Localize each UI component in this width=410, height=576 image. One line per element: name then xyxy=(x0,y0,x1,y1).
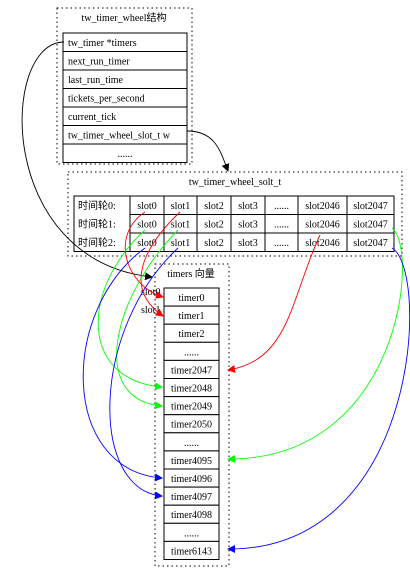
edge-blue-slot2047-to-timer6143 xyxy=(227,247,410,554)
wheel-struct-title: tw_timer_wheel结构 xyxy=(82,11,167,24)
timers-vector-title: timers 向量 xyxy=(167,267,215,280)
timer-cell-label: timer6143 xyxy=(171,546,212,557)
slot-cell-label: slot0 xyxy=(137,238,156,249)
timer-cell-label: timer4097 xyxy=(171,492,212,503)
timer-cell-label: timer2047 xyxy=(171,365,212,376)
slot-cell-label: slot2 xyxy=(204,220,223,231)
timer-cell-label: timer4098 xyxy=(171,510,212,521)
wheel-field-label: last_run_time xyxy=(68,75,124,86)
edge-red-slot2047-to-timer2047 xyxy=(227,234,321,373)
slot-table-title: tw_timer_wheel_solt_t xyxy=(189,177,281,188)
timer-cell-label: timer2049 xyxy=(171,402,212,413)
edge-red-slot1-to-timer1 xyxy=(140,211,181,317)
timer-cell-label: timer2048 xyxy=(171,384,212,395)
slot-cell-label: slot3 xyxy=(238,220,257,231)
timer-cell-label: timer4095 xyxy=(171,456,212,467)
slot-cell-label: slot2046 xyxy=(305,238,339,249)
wheel-field-row xyxy=(62,143,188,163)
edge-timers-pointer-to-vector xyxy=(21,41,153,281)
edge-red-slot0-to-timer0 xyxy=(124,211,164,299)
slot-table-grid: 时间轮0: slot0 slot1 slot2 slot3...... slot2046 s… xyxy=(73,195,395,252)
wheel-row-label: 时间轮2: xyxy=(78,236,116,249)
edge-green-slot2047-to-timer4095 xyxy=(227,227,403,464)
slot-cell-label: slot3 xyxy=(238,201,257,212)
wheel-struct-cluster xyxy=(56,7,193,165)
wheel-field-label: current_tick xyxy=(68,112,116,123)
timer-cell xyxy=(163,540,220,561)
timer-cell-label: ...... xyxy=(184,438,199,449)
wheel-row-label: 时间轮1: xyxy=(78,218,116,231)
timers-vector-list: timer0 timer1 timer2...... timer2047 timer20… xyxy=(163,287,220,561)
slot-cell-label: slot2047 xyxy=(353,220,387,231)
edge-green-slot1-to-timer2049 xyxy=(116,229,179,410)
timers-side-label-slot0: slot0 xyxy=(141,287,160,298)
slot-cell-label: slot2 xyxy=(204,201,223,212)
timer-cell-label: timer2 xyxy=(178,329,204,340)
slot-cell-label: slot2047 xyxy=(353,201,387,212)
slot-table-cluster xyxy=(67,171,403,257)
slot-cell-label: ...... xyxy=(274,220,289,231)
edge-blue-slot1-to-timer4097 xyxy=(109,247,179,500)
slot-cell-label: slot1 xyxy=(171,201,190,212)
slot-cell xyxy=(346,232,395,252)
timer-cell-label: ...... xyxy=(184,528,199,539)
timer-cell-label: timer1 xyxy=(178,311,204,322)
slot-cell-label: slot2047 xyxy=(353,238,387,249)
edge-blue-slot0-to-timer4096 xyxy=(82,247,163,482)
slot-cell-label: slot0 xyxy=(137,201,156,212)
slot-cell-label: slot2 xyxy=(204,238,223,249)
wheel-struct-fields: tw_timer *timers next_run_timer last_run_t… xyxy=(62,32,188,163)
timers-side-label-slot1: slot1 xyxy=(141,305,160,316)
slot-cell-label: slot2046 xyxy=(305,201,339,212)
slot-cell-label: slot2046 xyxy=(305,220,339,231)
slot-cell-label: slot0 xyxy=(137,220,156,231)
slot-cell-label: slot1 xyxy=(171,220,190,231)
slot-cell-label: slot3 xyxy=(238,238,257,249)
wheel-field-label: ...... xyxy=(118,149,133,160)
timer-cell-label: ...... xyxy=(184,347,199,358)
edge-slot-w-to-slot-table xyxy=(186,130,230,172)
slot-cell-label: ...... xyxy=(274,201,289,212)
timer-cell-label: timer0 xyxy=(178,293,204,304)
wheel-field-label: tw_timer *timers xyxy=(68,38,137,49)
wheel-field-label: tw_timer_wheel_slot_t w xyxy=(68,131,171,142)
wheel-field-label: next_run_timer xyxy=(68,57,130,68)
wheel-row-label: 时间轮0: xyxy=(78,199,116,212)
timer-cell-label: timer2050 xyxy=(171,420,212,431)
timers-vector-cluster xyxy=(154,263,230,567)
timer-cell-label: timer4096 xyxy=(171,474,212,485)
slot-cell-label: slot1 xyxy=(171,238,190,249)
wheel-field-label: tickets_per_second xyxy=(68,94,145,105)
slot-cell-label: ...... xyxy=(274,238,289,249)
edge-green-slot0-to-timer2048 xyxy=(97,229,163,391)
